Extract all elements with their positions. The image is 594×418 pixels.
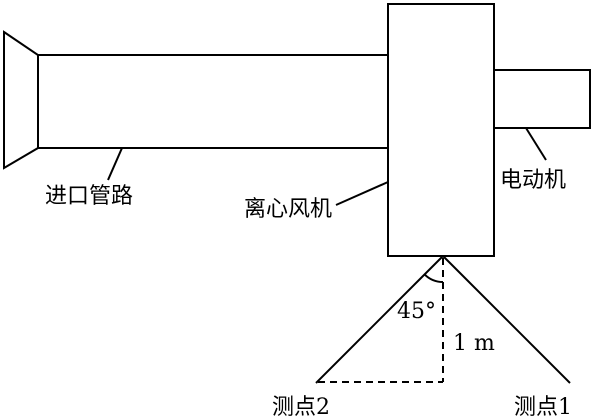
inlet-duct-leader [107, 147, 123, 181]
motor-body [493, 69, 591, 129]
line-to-point-1 [442, 255, 571, 384]
fan-label: 离心风机 [244, 197, 332, 222]
fan-leader [335, 181, 389, 206]
line-to-point-2 [315, 255, 444, 384]
motor-leader [525, 127, 547, 161]
inlet-bell-mouth [3, 30, 39, 170]
inlet-duct [3, 30, 389, 170]
angle-arc [423, 273, 444, 284]
inlet-pipe [37, 54, 389, 149]
fan-housing [387, 3, 495, 257]
motor-label: 电动机 [500, 168, 566, 193]
distance-label: 1 m [453, 331, 495, 356]
point-2-label: 测点2 [272, 395, 330, 418]
angle-label: 45° [397, 299, 436, 324]
measurement-geometry [315, 255, 571, 384]
point-1-label: 测点1 [514, 395, 572, 418]
inlet-duct-label: 进口管路 [45, 184, 133, 209]
